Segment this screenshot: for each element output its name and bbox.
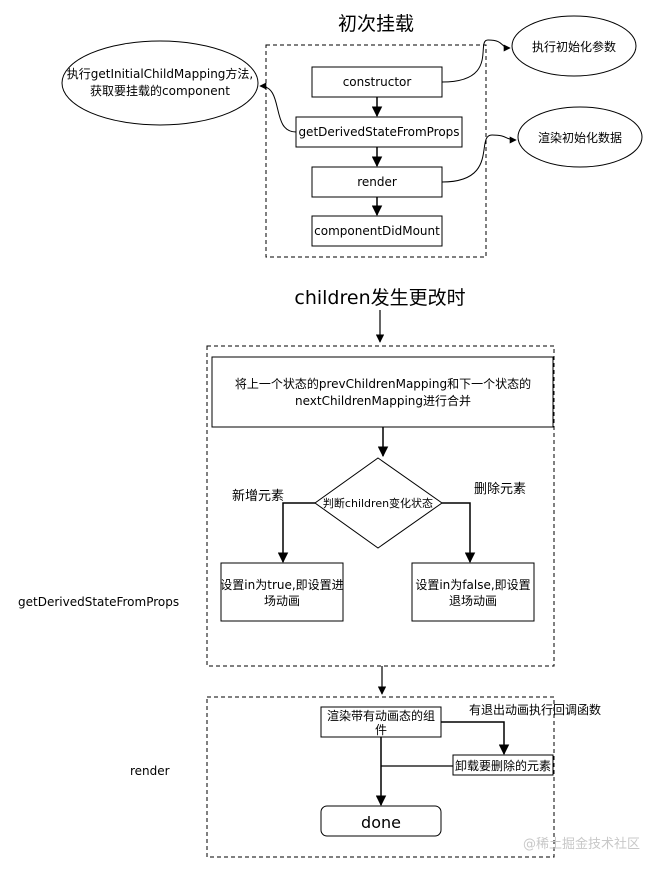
gdsfp-label: getDerivedStateFromProps [298, 125, 459, 139]
update-title: children发生更改时 [294, 287, 465, 309]
watermark: @稀土掘金技术社区 [523, 836, 640, 852]
didmount-box [311, 215, 443, 247]
done-box [320, 805, 442, 837]
merge-box [211, 356, 554, 428]
note-render-data-text: 渲染初始化数据 [538, 130, 622, 145]
exit-box [411, 562, 535, 622]
merge-text-1: 将上一个状态的prevChildrenMapping和下一个状态的 [235, 376, 531, 391]
note-init-params-text: 执行初始化参数 [532, 39, 616, 54]
unmount-text: 卸载要删除的元素 [455, 758, 551, 773]
enter-text-1: 设置in为true,即设置进 [220, 578, 343, 592]
done-text: done [361, 813, 401, 832]
arrow-decision-add [277, 502, 315, 564]
mount-title: 初次挂载 [338, 13, 414, 35]
unmount-box [452, 754, 554, 776]
branch-delete-label: 删除元素 [474, 482, 526, 497]
curve-constructor-note [441, 39, 511, 83]
note-render-data [517, 106, 643, 168]
render-anim-text-2: 件 [375, 723, 387, 737]
note-init-params [511, 15, 637, 77]
note-mapping-text-2: 获取要挂载的component [90, 83, 230, 98]
gdsfp-box [295, 116, 463, 148]
render-label: render [357, 175, 397, 189]
note-mapping [61, 40, 259, 126]
arrow-render-unmount [441, 721, 510, 756]
exit-text-1: 设置in为false,即设置 [415, 578, 530, 592]
enter-box [220, 562, 344, 622]
render-side-label: render [130, 764, 170, 778]
constructor-label: constructor [343, 75, 412, 89]
update-container [206, 345, 555, 667]
exit-text-2: 退场动画 [449, 594, 497, 608]
didmount-label: componentDidMount [314, 224, 440, 238]
arrow-decision-delete [442, 502, 476, 564]
branch-add-label: 新增元素 [232, 488, 284, 504]
curve-gdsfp-note [259, 82, 297, 133]
update-side-label: getDerivedStateFromProps [18, 595, 179, 609]
enter-text-2: 场动画 [264, 594, 300, 608]
merge-text-2: nextChildrenMapping进行合并 [295, 393, 471, 408]
curve-render-note [441, 134, 517, 183]
mount-container [265, 44, 487, 258]
decision-text: 判断children变化状态 [323, 496, 433, 510]
render-anim-text-1: 渲染带有动画态的组 [327, 708, 435, 723]
decision-diamond [314, 457, 443, 549]
callback-label: 有退出动画执行回调函数 [469, 702, 601, 717]
render-container [206, 696, 555, 858]
note-mapping-text-1: 执行getInitialChildMapping方法, [67, 66, 254, 81]
render-anim-box [320, 706, 442, 738]
